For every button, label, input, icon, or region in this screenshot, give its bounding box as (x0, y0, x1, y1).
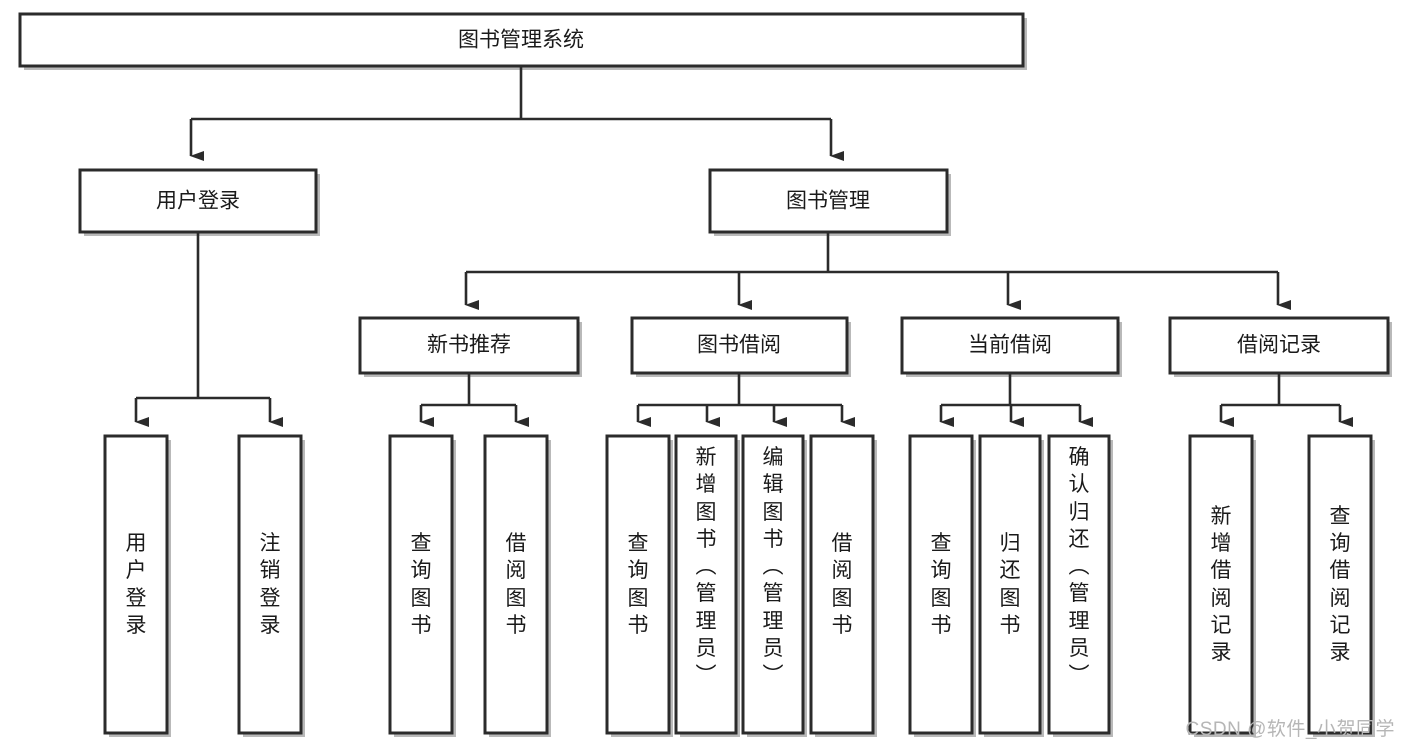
user-login-label: 用户登录 (156, 190, 240, 213)
connector-root-to-level2 (189, 66, 844, 161)
new-book-recommend-label: 新书推荐 (427, 334, 511, 357)
node-user-login[interactable]: 用户登录 (78, 168, 320, 236)
new-book-recommend-box (358, 316, 580, 375)
borrow-record-box (1168, 316, 1390, 375)
leaf-box-confirm-return-admin[interactable] (1047, 434, 1113, 737)
node-book-borrow[interactable]: 图书借阅 (630, 316, 851, 377)
watermark-text: CSDN @软件_小贺同学 (1185, 719, 1395, 740)
leaf-box-query-book-1[interactable] (388, 434, 456, 737)
book-borrow-label: 图书借阅 (697, 334, 781, 357)
leaf-box-user-login[interactable] (103, 434, 171, 737)
node-borrow-record[interactable]: 借阅记录 (1168, 316, 1392, 377)
connector-book-management-to-level3 (464, 232, 1291, 310)
leaf-box-add-book-admin[interactable] (674, 434, 740, 737)
node-new-book-recommend[interactable]: 新书推荐 (358, 316, 582, 377)
root-box (18, 12, 1025, 68)
leaf-box-query-book-3[interactable] (908, 434, 976, 737)
connector-new-book-recommend-to-leaves (419, 373, 529, 427)
current-borrow-box (900, 316, 1120, 375)
borrow-record-label: 借阅记录 (1237, 334, 1321, 357)
node-current-borrow[interactable]: 当前借阅 (900, 316, 1122, 377)
node-root[interactable]: 图书管理系统 (18, 12, 1027, 70)
book-management-label: 图书管理 (786, 190, 870, 213)
leaf-box-edit-book-admin[interactable] (741, 434, 807, 737)
root-label: 图书管理系统 (458, 29, 584, 52)
leaf-box-add-borrow-record[interactable] (1188, 434, 1256, 737)
leaf-box-query-book-2[interactable] (605, 434, 673, 737)
leaf-box-borrow-book-2[interactable] (809, 434, 877, 737)
connector-book-borrow-to-leaves (636, 373, 855, 427)
connector-user-login-to-leaves (134, 232, 283, 427)
user-login-box (78, 168, 318, 234)
leaf-box-return-book[interactable] (978, 434, 1044, 737)
connector-borrow-record-to-leaves (1219, 373, 1353, 427)
connector-current-borrow-to-leaves (939, 373, 1093, 427)
leaf-box-borrow-book-1[interactable] (483, 434, 551, 737)
node-book-management[interactable]: 图书管理 (708, 168, 951, 236)
leaf-box-logout[interactable] (237, 434, 305, 737)
current-borrow-label: 当前借阅 (968, 334, 1052, 357)
leaf-box-query-borrow-record[interactable] (1307, 434, 1375, 737)
